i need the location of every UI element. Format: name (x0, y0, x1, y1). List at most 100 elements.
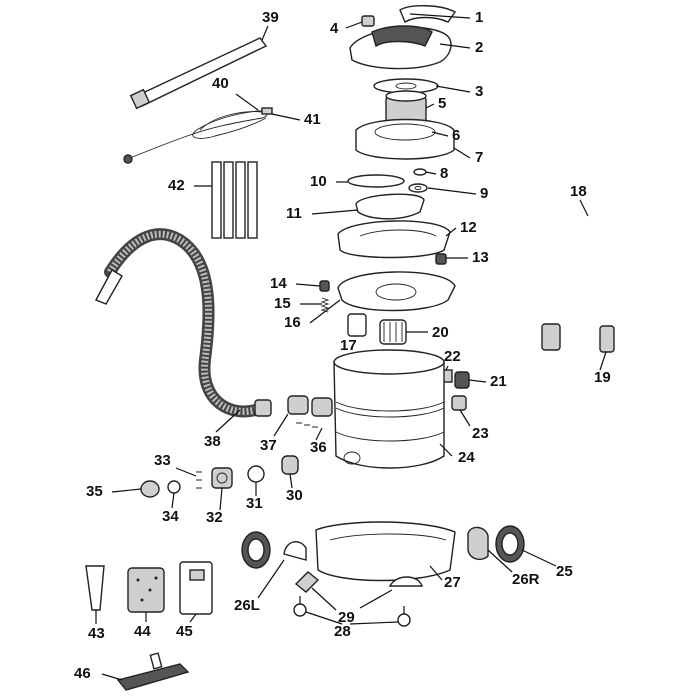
callout-label-13: 13 (472, 249, 489, 266)
callout-label-30: 30 (286, 487, 303, 504)
callout-label-10: 10 (310, 173, 327, 190)
callout-label-16: 16 (284, 314, 301, 331)
part-13-latch (435, 253, 447, 265)
part-9-nut (408, 183, 428, 193)
leader-line-29 (311, 587, 337, 611)
callout-label-39: 39 (262, 9, 279, 26)
callout-label-9: 9 (480, 185, 488, 202)
part-35-plug (140, 480, 160, 498)
part-2-motor-housing (349, 25, 452, 70)
part-45-dust-bag (179, 561, 213, 615)
leader-line-19 (599, 351, 607, 371)
leader-line-9 (427, 187, 477, 195)
part-19-handle-brackets (541, 323, 615, 353)
leader-line-45 (189, 613, 197, 623)
part-17-float (347, 313, 367, 337)
callout-label-12: 12 (460, 219, 477, 236)
part-11-fan-housing (355, 193, 425, 220)
callout-label-36: 36 (310, 439, 327, 456)
callout-label-2: 2 (475, 39, 483, 56)
callout-label-38: 38 (204, 433, 221, 450)
part-1-handle (399, 5, 457, 24)
callout-label-35: 35 (86, 483, 103, 500)
callout-label-15: 15 (274, 295, 291, 312)
part-21-clamp (454, 371, 470, 389)
part-28-casters (293, 596, 411, 627)
part-27-base (315, 521, 456, 582)
callout-label-1: 1 (475, 9, 483, 26)
part-43-crevice-tool (85, 565, 105, 611)
part-8-washer (413, 168, 427, 176)
part-12-lid-top (337, 220, 451, 259)
part-15-spring (320, 297, 330, 313)
leader-line-4 (345, 21, 363, 29)
callout-label-24: 24 (458, 449, 475, 466)
leader-line-28-1 (349, 621, 399, 625)
leader-line-36 (315, 427, 323, 441)
part-46-floor-nozzle (116, 652, 190, 691)
part-26L-cover (283, 541, 307, 561)
part-24-canister (333, 349, 445, 469)
leader-line-12 (445, 227, 457, 237)
part-31-ring (247, 465, 265, 483)
callout-label-31: 31 (246, 495, 263, 512)
leader-line-7 (453, 147, 471, 159)
leader-line-6 (431, 131, 449, 137)
callout-label-19: 19 (594, 369, 611, 386)
callout-label-32: 32 (206, 509, 223, 526)
leader-line-1 (409, 13, 471, 19)
callout-label-42: 42 (168, 177, 185, 194)
callout-label-3: 3 (475, 83, 483, 100)
part-38-hose (95, 228, 272, 418)
callout-label-6: 6 (452, 127, 460, 144)
part-23-clamp-catch (451, 395, 467, 411)
callout-label-27: 27 (444, 574, 461, 591)
callout-label-5: 5 (438, 95, 446, 112)
part-30-elbow (281, 455, 299, 475)
part-7-motor-cover (355, 118, 455, 160)
leader-line-33 (175, 467, 197, 477)
part-44-foam-filter (127, 567, 165, 613)
leader-line-16 (309, 299, 341, 324)
leader-line-37 (273, 413, 289, 437)
callout-label-41: 41 (304, 111, 321, 128)
part-37-36-adapters (287, 395, 333, 428)
leader-line-24 (439, 443, 453, 457)
leader-line-38 (215, 409, 241, 433)
part-14-clip (319, 280, 330, 292)
callout-label-26r: 26R (512, 571, 540, 588)
callout-label-18: 18 (570, 183, 587, 200)
leader-line-32 (219, 487, 223, 511)
callout-label-33: 33 (154, 452, 171, 469)
part-20-filter-cage (379, 319, 407, 345)
callout-label-17: 17 (340, 337, 357, 354)
callout-label-7: 7 (475, 149, 483, 166)
leader-line-40 (235, 93, 259, 111)
part-40-41-power-cord (123, 107, 273, 164)
callout-label-37: 37 (260, 437, 277, 454)
leader-line-39 (261, 25, 269, 41)
leader-line-11 (311, 209, 359, 215)
leader-line-46 (101, 673, 123, 681)
part-29-caster-mounts (294, 571, 423, 593)
callout-label-22: 22 (444, 348, 461, 365)
leader-line-27 (429, 565, 443, 581)
callout-label-45: 45 (176, 623, 193, 640)
leader-line-3 (435, 85, 471, 93)
part-18-handle (545, 213, 631, 294)
part-33-screws (196, 471, 202, 489)
part-4-switch (361, 15, 375, 27)
leader-line-23 (459, 409, 471, 427)
callout-label-23: 23 (472, 425, 489, 442)
leader-line-18 (579, 199, 589, 217)
callout-label-25: 25 (556, 563, 573, 580)
part-42-filter-tubes (211, 161, 258, 239)
part-26L-wheel (241, 531, 271, 569)
part-39-extension-wand (129, 37, 268, 110)
part-16-lid (337, 271, 456, 312)
leader-line-14 (295, 283, 321, 287)
part-26R-wheel (467, 526, 489, 561)
leader-line-34 (171, 492, 175, 509)
